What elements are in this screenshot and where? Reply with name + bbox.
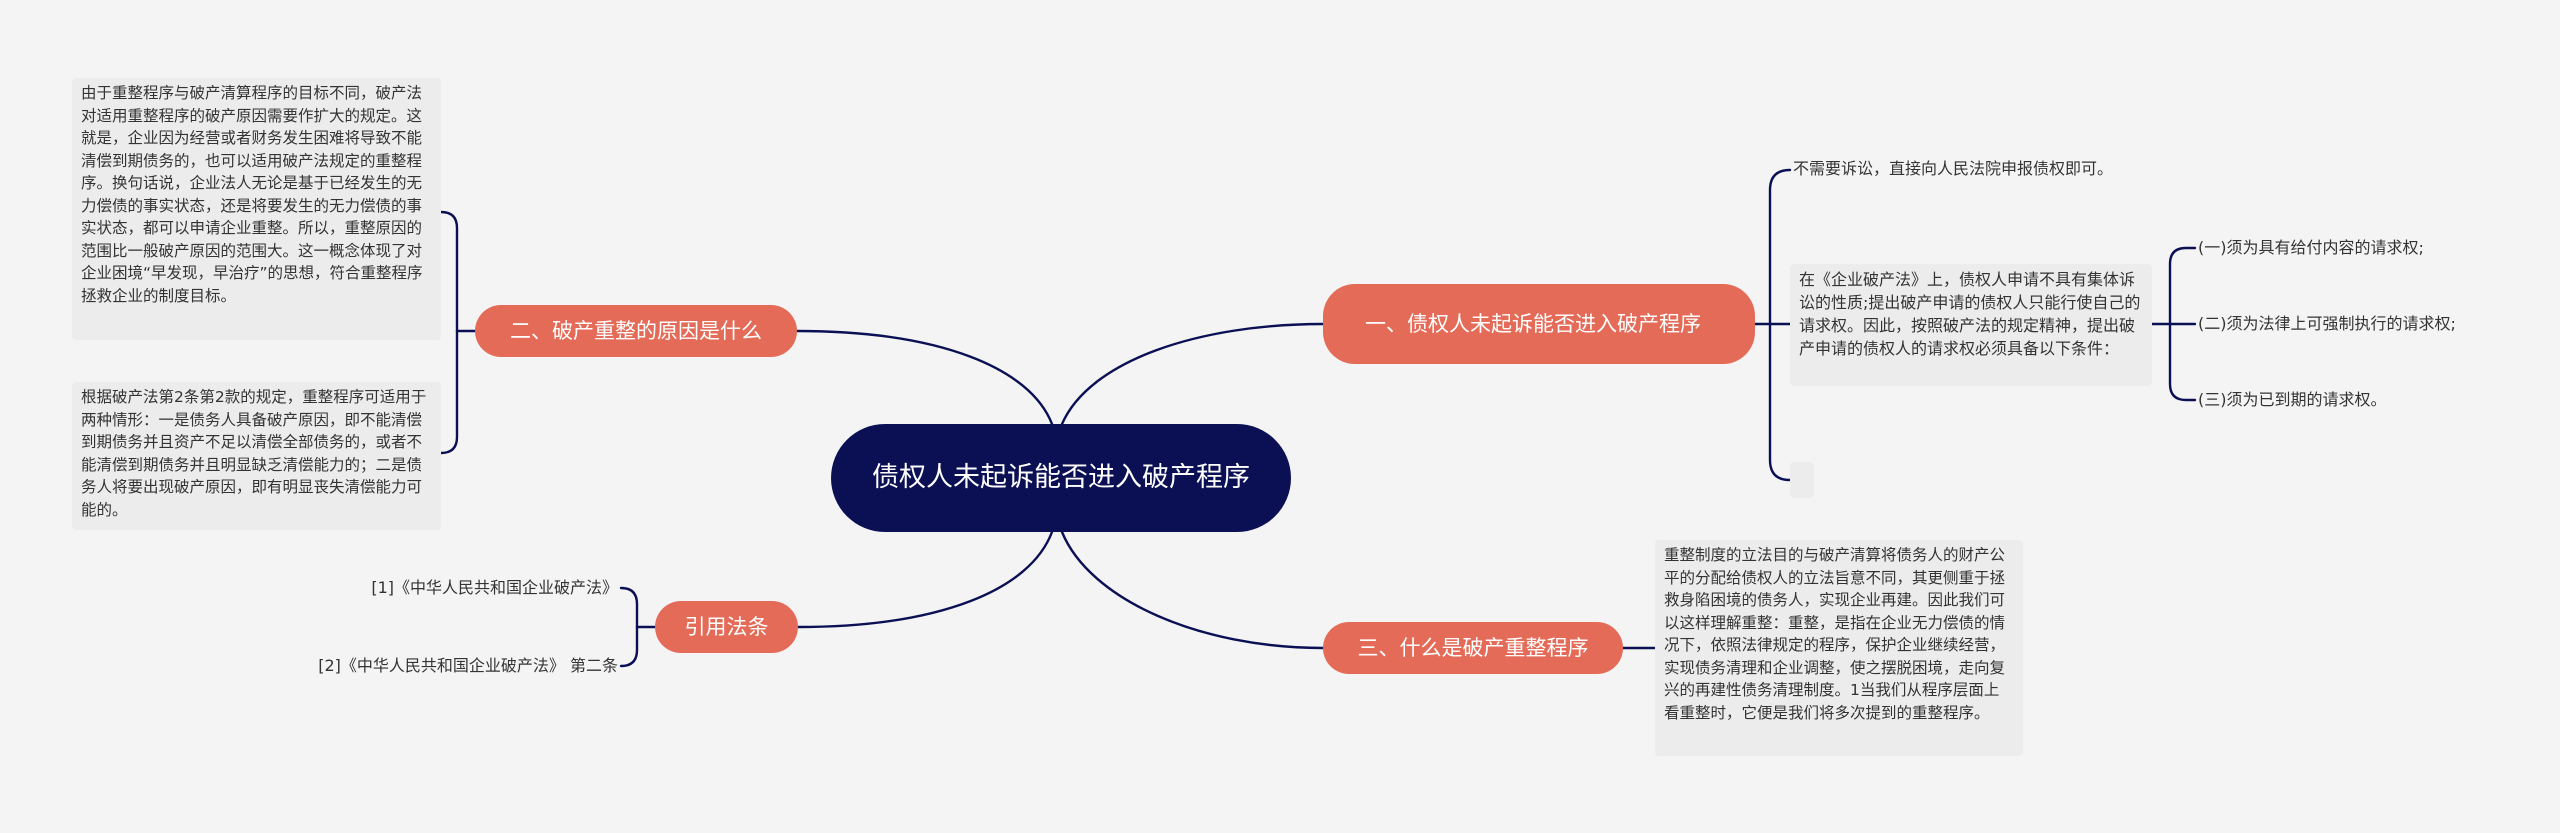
branch-3-topic[interactable]: 三、什么是破产重整程序 [1323,622,1623,674]
branch-4-topic[interactable]: 引用法条 [655,601,798,653]
law-reference-1-text: [1]《中华人民共和国企业破产法》 [371,578,618,597]
link-b1-leaf-a [1768,168,1792,326]
branch-3-label: 三、什么是破产重整程序 [1357,636,1589,660]
branch-1-label: 一、债权人未起诉能否进入破产程序 [1365,312,1701,336]
b3-leaf-definition[interactable]: 重整制度的立法目的与破产清算将债务人的财产公平的分配给债权人的立法旨意不同，其更… [1655,540,2023,756]
b2-leaf-two-situations-text: 根据破产法第2条第2款的规定，重整程序可适用于两种情形：一是债务人具备破产原因，… [81,388,427,519]
law-reference-2-text: [2]《中华人民共和国企业破产法》 第二条 [318,656,618,675]
branch-4-label: 引用法条 [684,615,769,639]
link-b2-leaf-a [439,210,459,333]
link-root-b2 [795,329,1054,426]
link-root-b1 [1060,322,1325,426]
link-cond-3 [2168,322,2197,402]
link-cond-1 [2168,246,2197,326]
link-root-b3 [1060,530,1325,650]
condition-item-3[interactable]: (三)须为已到期的请求权。 [2198,388,2387,412]
link-b4-ref-1 [619,586,639,629]
condition-item-2-text: (二)须为法律上可强制执行的请求权; [2198,314,2456,333]
condition-item-3-text: (三)须为已到期的请求权。 [2198,390,2387,409]
b1-leaf-no-litigation[interactable]: 不需要诉讼，直接向人民法院申报债权即可。 [1793,157,2113,181]
link-root-b4 [796,530,1054,629]
b3-leaf-definition-text: 重整制度的立法目的与破产清算将债务人的财产公平的分配给债权人的立法旨意不同，其更… [1664,546,2006,722]
branch-2-topic[interactable]: 二、破产重整的原因是什么 [475,305,797,357]
condition-item-1-text: (一)须为具有给付内容的请求权; [2198,238,2424,257]
condition-item-1[interactable]: (一)须为具有给付内容的请求权; [2198,236,2424,260]
root-topic[interactable]: 债权人未起诉能否进入破产程序 [831,424,1291,532]
b2-leaf-reason-expansion[interactable]: 由于重整程序与破产清算程序的目标不同，破产法对适用重整程序的破产原因需要作扩大的… [72,78,441,340]
branch-2-label: 二、破产重整的原因是什么 [510,319,762,343]
link-b1-leaf-c [1768,322,1792,482]
link-b4-ref-2 [619,625,639,668]
branch-1-topic[interactable]: 一、债权人未起诉能否进入破产程序 [1323,284,1755,364]
b1-leaf-no-litigation-text: 不需要诉讼，直接向人民法院申报债权即可。 [1793,159,2114,178]
link-b2-leaf-b [439,329,459,455]
b2-leaf-two-situations[interactable]: 根据破产法第2条第2款的规定，重整程序可适用于两种情形：一是债务人具备破产原因，… [72,382,441,530]
law-reference-1[interactable]: [1]《中华人民共和国企业破产法》 [342,576,618,600]
law-reference-2[interactable]: [2]《中华人民共和国企业破产法》 第二条 [262,654,618,678]
condition-item-2[interactable]: (二)须为法律上可强制执行的请求权; [2198,312,2456,336]
root-title: 债权人未起诉能否进入破产程序 [872,462,1250,493]
b1-leaf-conditions-intro[interactable]: 在《企业破产法》上，债权人申请不具有集体诉讼的性质;提出破产申请的债权人只能行使… [1790,264,2152,386]
b1-leaf-empty[interactable] [1790,462,1814,498]
b1-leaf-conditions-intro-text: 在《企业破产法》上，债权人申请不具有集体诉讼的性质;提出破产申请的债权人只能行使… [1799,270,2141,358]
b2-leaf-reason-expansion-text: 由于重整程序与破产清算程序的目标不同，破产法对适用重整程序的破产原因需要作扩大的… [81,84,423,305]
